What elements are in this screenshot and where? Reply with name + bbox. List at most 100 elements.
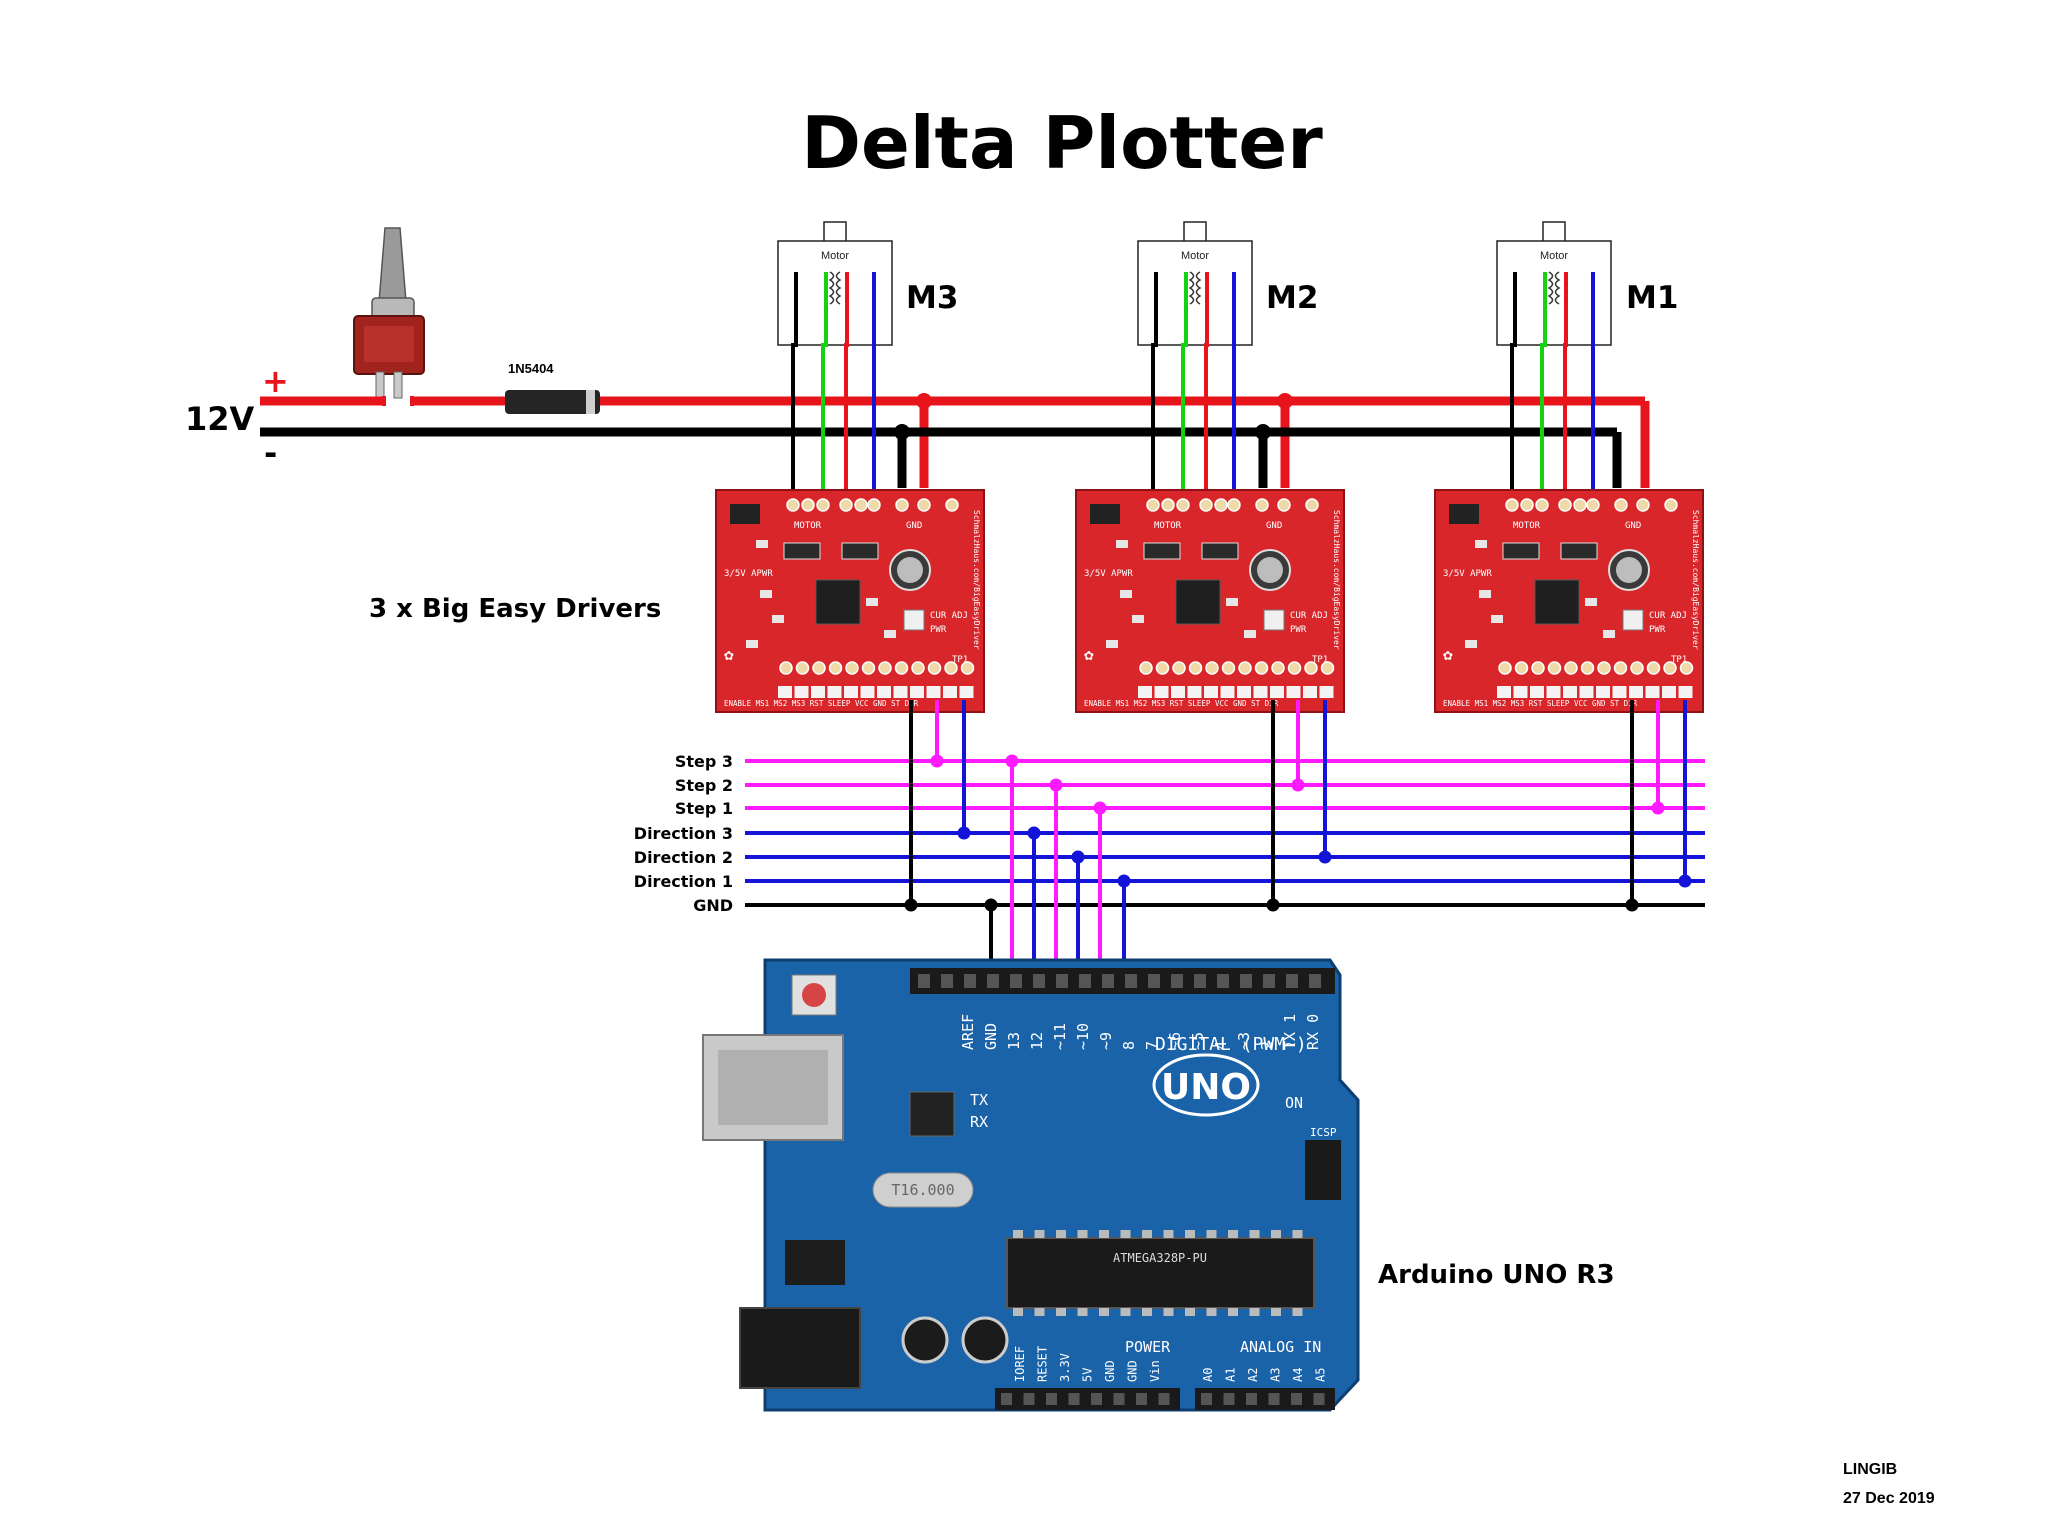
header-hole-icon bbox=[1636, 498, 1650, 512]
ground-junctions bbox=[894, 424, 1271, 440]
bottom-pin-label: 3.3V bbox=[1058, 1353, 1072, 1382]
pin-pad bbox=[877, 686, 891, 698]
smd-part-icon bbox=[1465, 640, 1477, 648]
bottom-pin-label: A4 bbox=[1291, 1368, 1305, 1382]
pin-hole-icon bbox=[1597, 661, 1611, 675]
bottom-pin-label: A0 bbox=[1201, 1368, 1215, 1382]
smd-part-icon bbox=[1226, 598, 1238, 606]
junction-dot bbox=[930, 754, 944, 768]
motor-name: M1 bbox=[1626, 280, 1678, 316]
diode-label: 1N5404 bbox=[508, 361, 554, 376]
header-hole-icon bbox=[801, 498, 815, 512]
pin-pad bbox=[1612, 686, 1627, 698]
sense-resistor-icon bbox=[1201, 542, 1239, 560]
current-adjust-pot-icon bbox=[903, 609, 925, 631]
pin-pad bbox=[1645, 686, 1660, 698]
motor-name: M3 bbox=[906, 280, 958, 316]
junction-dot bbox=[1049, 778, 1063, 792]
top-pin-label: 7 bbox=[1143, 1041, 1161, 1050]
silk-gnd: GND bbox=[906, 521, 922, 531]
junction-dot bbox=[1266, 898, 1280, 912]
smd-part-icon bbox=[1132, 615, 1144, 623]
uno-logo-ring bbox=[1152, 1053, 1260, 1117]
chip-pin bbox=[1099, 1230, 1109, 1238]
pin-hole-icon bbox=[1514, 661, 1529, 675]
header-socket-icon bbox=[1001, 1393, 1012, 1405]
header-socket-icon bbox=[1046, 1393, 1057, 1405]
header-socket-icon bbox=[1113, 1393, 1125, 1405]
chip-pin bbox=[1142, 1230, 1152, 1238]
pin-pad bbox=[1237, 686, 1251, 698]
smd-part-icon bbox=[1475, 540, 1487, 548]
junction-dot bbox=[957, 826, 971, 840]
chip-pin bbox=[1249, 1308, 1260, 1316]
chip-pin bbox=[1142, 1308, 1152, 1316]
pin-pad bbox=[893, 686, 908, 698]
crystal-icon bbox=[872, 1172, 974, 1208]
pin-pad bbox=[1286, 686, 1301, 698]
bottom-pin-label: 5V bbox=[1081, 1368, 1095, 1382]
junction-dot bbox=[904, 898, 918, 912]
header-socket-icon bbox=[1068, 1393, 1080, 1405]
driver-chip-icon bbox=[1534, 579, 1580, 625]
smd-part-icon bbox=[1603, 630, 1615, 638]
pin-hole-icon bbox=[1254, 661, 1269, 675]
junction-dot bbox=[1318, 850, 1332, 864]
smd-part-icon bbox=[1120, 590, 1132, 598]
pin-pad bbox=[1530, 686, 1544, 698]
junction-dot bbox=[1678, 874, 1692, 888]
pin-pad bbox=[1319, 686, 1334, 698]
header-hole-icon bbox=[839, 498, 853, 512]
motor-caption: Motor bbox=[1181, 250, 1209, 262]
chip-pin bbox=[1034, 1230, 1045, 1238]
header-hole-icon bbox=[786, 498, 800, 512]
smd-part-icon bbox=[866, 598, 878, 606]
pin-pad bbox=[1629, 686, 1643, 698]
rail-label: Step 2 bbox=[675, 776, 733, 795]
pin-hole-icon bbox=[1139, 661, 1153, 675]
pin-pad bbox=[926, 686, 941, 698]
rail-label: Step 1 bbox=[675, 799, 733, 818]
chip-pin bbox=[1056, 1230, 1066, 1238]
positive-junctions bbox=[916, 393, 1293, 409]
rail-label: Direction 2 bbox=[634, 848, 733, 867]
pin-pad bbox=[943, 686, 957, 698]
driver-chip-icon bbox=[815, 579, 861, 625]
chip-pin bbox=[1292, 1308, 1303, 1316]
header-socket-icon bbox=[1194, 974, 1206, 988]
bottom-pin-label: A1 bbox=[1224, 1368, 1238, 1382]
header-socket-icon bbox=[1291, 1393, 1302, 1405]
bottom-pin-label: RESET bbox=[1036, 1346, 1050, 1382]
pin-pad bbox=[1579, 686, 1594, 698]
atmega-chip-icon bbox=[1006, 1237, 1315, 1309]
silk-motor: MOTOR bbox=[1513, 521, 1541, 531]
rail-label: Direction 1 bbox=[634, 872, 733, 891]
capacitor-top bbox=[897, 557, 923, 583]
motor-shaft bbox=[823, 221, 847, 243]
header-socket-icon bbox=[1286, 974, 1298, 988]
chip-pin bbox=[1249, 1230, 1260, 1238]
pin-hole-icon bbox=[1238, 661, 1252, 675]
silk-voltage: 3/5V APWR bbox=[724, 569, 773, 579]
junction-dot bbox=[1291, 778, 1305, 792]
header-socket-icon bbox=[1125, 974, 1137, 988]
pin-hole-icon bbox=[1498, 661, 1512, 675]
top-pin-label: GND bbox=[982, 1023, 1000, 1050]
regulator-chip-icon bbox=[730, 504, 760, 524]
date-label: 27 Dec 2019 bbox=[1843, 1490, 1935, 1507]
top-pin-label: ~11 bbox=[1051, 1023, 1069, 1050]
pin-hole-icon bbox=[779, 661, 793, 675]
bottom-pin-label: A2 bbox=[1246, 1368, 1260, 1382]
smd-part-icon bbox=[760, 590, 772, 598]
pin-pad bbox=[1596, 686, 1610, 698]
junction-dot bbox=[1027, 826, 1041, 840]
current-adjust-pot-icon bbox=[1263, 609, 1285, 631]
silk-cur-adj: CUR ADJ bbox=[930, 611, 968, 621]
sense-resistor-icon bbox=[783, 542, 821, 560]
junction-dot bbox=[1071, 850, 1085, 864]
smd-part-icon bbox=[746, 640, 758, 648]
